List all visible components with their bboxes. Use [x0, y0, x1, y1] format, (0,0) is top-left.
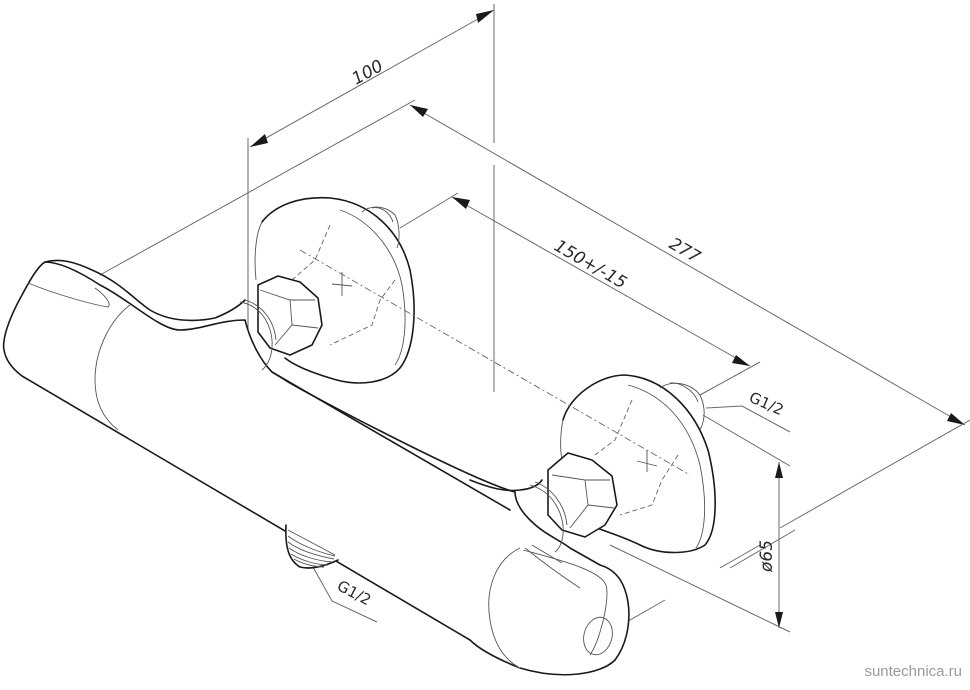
outlet-nipple: [285, 524, 339, 569]
right-inlet: [529, 374, 716, 554]
watermark: suntechnica.ru: [864, 663, 962, 680]
temperature-knob: [488, 544, 613, 669]
left-inlet: [239, 196, 415, 384]
dim-diameter-label: ø65: [757, 540, 777, 573]
mixer-body: [2, 259, 630, 676]
dimension-lines: [99, 4, 970, 637]
dim-spacing-label: 150+/-15: [551, 236, 630, 293]
inlet-thread-label: G1/2: [746, 388, 786, 419]
inlet-centerline: [299, 249, 691, 476]
dim-length-label: 277: [666, 234, 704, 268]
dim-depth-label: 100: [349, 56, 387, 89]
body-outline: [2, 261, 630, 676]
